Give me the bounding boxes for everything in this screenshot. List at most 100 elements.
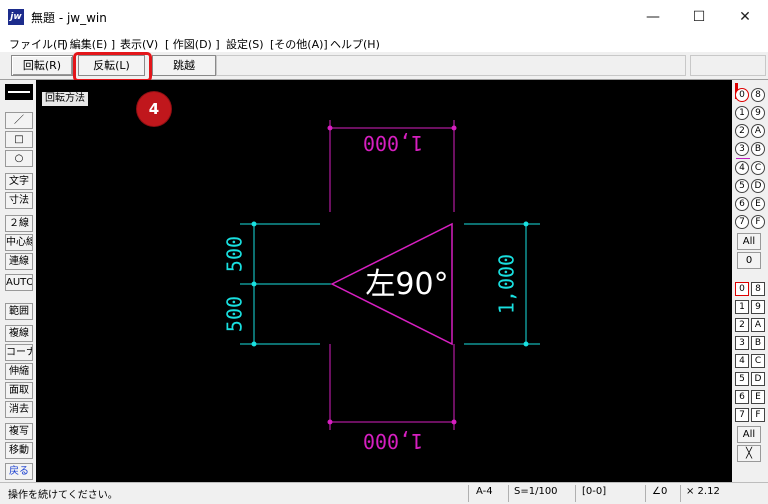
menu-file[interactable]: ファイル(F)	[9, 38, 68, 51]
tool-corner[interactable]: コーナー	[5, 344, 33, 361]
layer-group-0[interactable]: 0	[735, 88, 749, 102]
rotate-button[interactable]: 回転(R)	[11, 55, 73, 76]
dim-left-dot-top	[251, 221, 257, 227]
layer-group-6[interactable]: 6	[735, 197, 749, 211]
maximize-button[interactable]: ☐	[692, 9, 706, 25]
layer-2[interactable]: 2	[735, 318, 749, 332]
dimension-left	[240, 221, 332, 347]
dimension-top	[327, 120, 457, 212]
menu-settings[interactable]: 設定(S)	[226, 38, 264, 51]
jump-button[interactable]: 跳越	[152, 55, 216, 76]
layer-f[interactable]: F	[751, 408, 765, 422]
tool-erase[interactable]: 消去	[5, 401, 33, 418]
title-bar: jw 無題 - jw_win — ☐ ✕	[0, 0, 768, 34]
dim-right-dot-top	[523, 221, 529, 227]
dimension-bottom	[327, 344, 457, 430]
command-toolbar: 回転(R) 反転(L) 跳越	[0, 52, 768, 80]
layer-8[interactable]: 8	[751, 282, 765, 296]
dim-left-upper-text: 500	[223, 236, 247, 272]
left-tool-palette: ／ □ ○ 文字 寸法 ２線 中心線 連線 AUTO 範囲 複線 コーナー 伸縮…	[0, 80, 36, 482]
status-separator	[645, 485, 646, 502]
tool-dimension[interactable]: 寸法	[5, 192, 33, 209]
dim-left-dot-bottom	[251, 341, 257, 347]
layer-9[interactable]: 9	[751, 300, 765, 314]
tool-connect-line[interactable]: 連線	[5, 253, 33, 270]
dim-right-text: 1,000	[495, 254, 519, 314]
tool-range[interactable]: 範囲	[5, 303, 33, 320]
layer-4[interactable]: 4	[735, 354, 749, 368]
menu-draw[interactable]: [ 作図(D) ]	[165, 38, 220, 51]
layer-b[interactable]: B	[751, 336, 765, 350]
menu-bar: ファイル(F) [ 編集(E) ] 表示(V) [ 作図(D) ] 設定(S) …	[0, 34, 768, 52]
right-layer-palette: 0 8 1 9 2 A 3 B 4 C 5 D 6 E 7 F All 0 0 …	[732, 80, 768, 482]
line-type-indicator[interactable]	[5, 84, 33, 100]
status-bar: 操作を続けてください。 A-4 S=1/100 [0-0] ∠0 × 2.12	[0, 482, 768, 504]
tool-line[interactable]: ／	[5, 112, 33, 129]
dim-left-lower-text: 500	[223, 296, 247, 332]
zoom-indicator[interactable]: × 2.12	[686, 486, 720, 497]
tool-chamfer[interactable]: 面取	[5, 382, 33, 399]
layer-group-indicator[interactable]: [0-0]	[582, 486, 607, 497]
layer-group-9[interactable]: 9	[751, 106, 765, 120]
drawing-canvas[interactable]: 回転方法 4 1,000 1,000	[36, 80, 732, 482]
menu-help[interactable]: ヘルプ(H)	[330, 38, 380, 51]
tool-auto[interactable]: AUTO	[5, 274, 33, 291]
rotation-angle-text: 左90°	[365, 267, 448, 302]
menu-other[interactable]: [その他(A)]	[270, 38, 328, 51]
layer-a[interactable]: A	[751, 318, 765, 332]
tool-copy[interactable]: 複写	[5, 423, 33, 440]
layer-group-7[interactable]: 7	[735, 215, 749, 229]
layer-d[interactable]: D	[751, 372, 765, 386]
layer-group-b[interactable]: B	[751, 142, 765, 156]
dim-bottom-dot-left	[327, 419, 333, 425]
menu-view[interactable]: 表示(V)	[120, 38, 159, 51]
status-separator	[468, 485, 469, 502]
layer-group-e[interactable]: E	[751, 197, 765, 211]
layer-group-all-button[interactable]: All	[737, 233, 761, 250]
layer-group-8[interactable]: 8	[751, 88, 765, 102]
layer-5[interactable]: 5	[735, 372, 749, 386]
layer-group-1[interactable]: 1	[735, 106, 749, 120]
tool-center-line[interactable]: 中心線	[5, 234, 33, 251]
triangle-shape	[330, 222, 453, 346]
toolbar-empty-area	[216, 55, 686, 76]
window-title: 無題 - jw_win	[31, 11, 107, 25]
tool-double-line[interactable]: ２線	[5, 215, 33, 232]
layer-group-5[interactable]: 5	[735, 179, 749, 193]
angle-indicator[interactable]: ∠0	[652, 486, 668, 497]
tool-circle[interactable]: ○	[5, 150, 33, 167]
layer-3[interactable]: 3	[735, 336, 749, 350]
flip-button[interactable]: 反転(L)	[78, 55, 145, 76]
layer-group-zero-button[interactable]: 0	[737, 252, 761, 269]
layer-c[interactable]: C	[751, 354, 765, 368]
layer-group-c[interactable]: C	[751, 161, 765, 175]
layer-group-3[interactable]: 3	[735, 142, 749, 156]
drawing-scale[interactable]: S=1/100	[514, 486, 558, 497]
layer-1[interactable]: 1	[735, 300, 749, 314]
dim-top-text: 1,000	[363, 131, 423, 155]
close-button[interactable]: ✕	[739, 9, 751, 25]
layer-7[interactable]: 7	[735, 408, 749, 422]
layer-e[interactable]: E	[751, 390, 765, 404]
step-number-badge: 4	[137, 92, 171, 126]
layer-group-4[interactable]: 4	[735, 161, 749, 175]
layer-group-d[interactable]: D	[751, 179, 765, 193]
layer-all-button[interactable]: All	[737, 426, 761, 443]
paper-size[interactable]: A-4	[476, 486, 493, 497]
layer-group-f[interactable]: F	[751, 215, 765, 229]
layer-0[interactable]: 0	[735, 282, 749, 296]
menu-edit[interactable]: [ 編集(E) ]	[62, 38, 116, 51]
tool-text[interactable]: 文字	[5, 173, 33, 190]
tool-offset[interactable]: 複線	[5, 325, 33, 342]
tool-extend[interactable]: 伸縮	[5, 363, 33, 380]
minimize-button[interactable]: —	[646, 9, 660, 25]
status-separator	[508, 485, 509, 502]
layer-group-a[interactable]: A	[751, 124, 765, 138]
tool-move[interactable]: 移動	[5, 442, 33, 459]
tool-undo[interactable]: 戻る	[5, 463, 33, 480]
app-icon: jw	[8, 9, 24, 25]
layer-cross-button[interactable]: ╳	[737, 445, 761, 462]
tool-rectangle[interactable]: □	[5, 131, 33, 148]
layer-6[interactable]: 6	[735, 390, 749, 404]
layer-group-2[interactable]: 2	[735, 124, 749, 138]
